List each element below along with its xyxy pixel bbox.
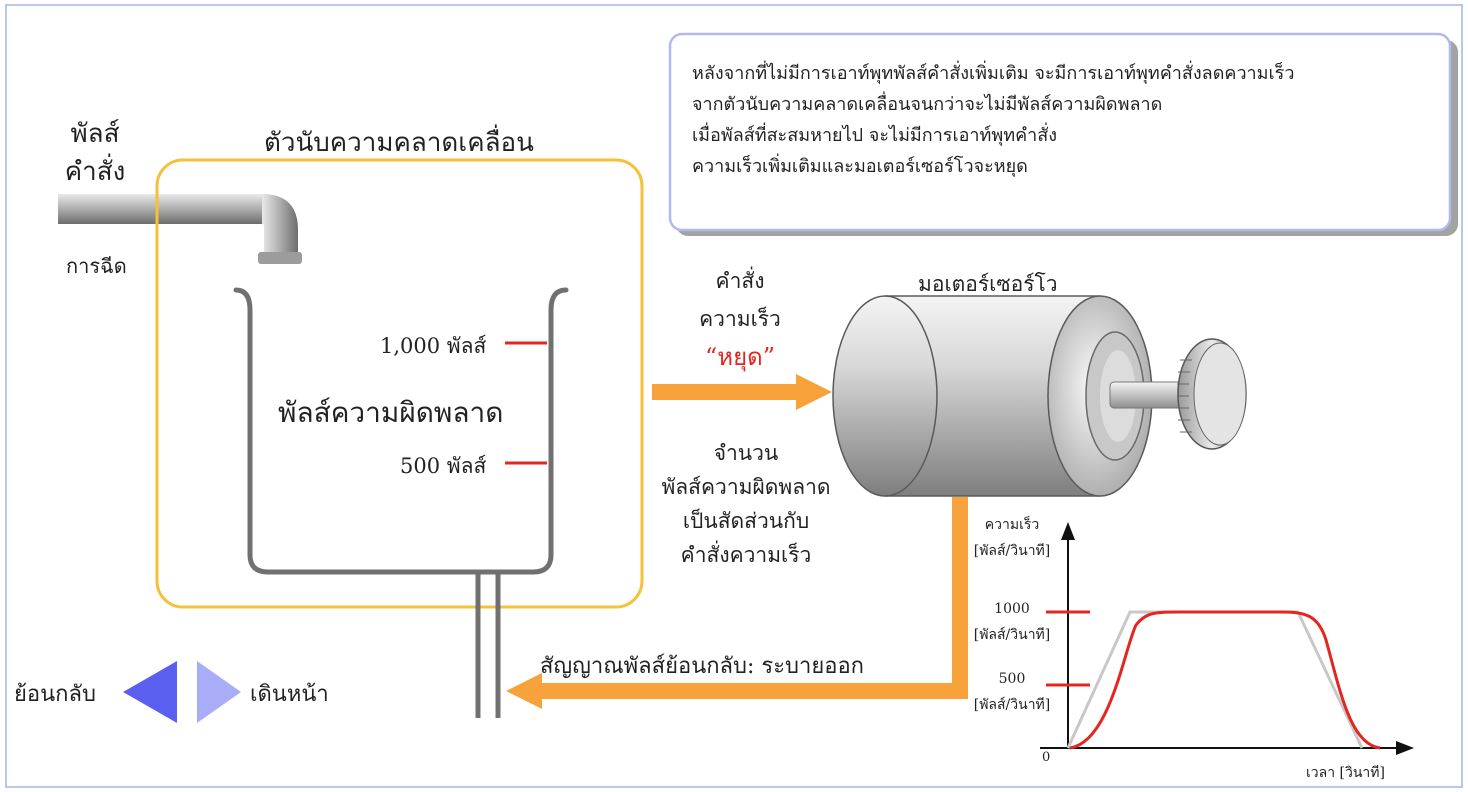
note-box [668, 32, 1452, 232]
speed-command-line2: ความเร็ว [699, 307, 781, 331]
servo-motor-icon [832, 295, 1247, 497]
graph-origin-label: 0 [1042, 750, 1051, 765]
note-line: จากตัวนับความคลาดเคลื่อนจนกว่าจะไม่มีพัล… [692, 94, 1163, 115]
level-label-1000: 1,000 พัลส์ [380, 334, 487, 358]
forward-arrow-icon[interactable] [197, 661, 241, 723]
note-box-text: หลังจากที่ไม่มีการเอาท์พุทพัลส์คำสั่งเพิ… [692, 58, 1294, 182]
graph-tick-1000: 1000 [พัลส์/วินาที] [966, 596, 1058, 648]
graph-tick-500-value: 500 [998, 671, 1026, 687]
graph-tick-1000-value: 1000 [994, 601, 1030, 617]
proportion-line3: เป็นสัดส่วนกับ [682, 509, 810, 533]
level-label-500: 500 พัลส์ [400, 454, 487, 478]
error-counter-title: ตัวนับความคลาดเคลื่อน [264, 128, 534, 158]
note-line: เมื่อพัลส์ที่สะสมหายไป จะไม่มีการเอาท์พุ… [692, 125, 1058, 146]
back-arrow-icon[interactable] [123, 661, 177, 723]
proportion-line4: คำสั่งความเร็ว [680, 543, 812, 567]
speed-command-arrow [652, 374, 832, 410]
command-pulse-line2: คำสั่ง [64, 157, 126, 187]
graph-tick-500: 500 [พัลส์/วินาที] [966, 666, 1058, 718]
command-pulse-line1: พัลส์ [70, 119, 120, 149]
actual-speed-curve [1069, 610, 1381, 750]
faucet-icon [58, 194, 302, 264]
proportion-note: จำนวน พัลส์ความผิดพลาด เป็นสัดส่วนกับ คำ… [646, 436, 846, 572]
graph-y-label-line1: ความเร็ว [984, 517, 1040, 533]
stop-label: “หยุด” [704, 343, 775, 371]
graph-tick-1000-unit: [พัลส์/วินาที] [973, 627, 1051, 643]
injection-label: การฉีด [66, 254, 127, 278]
note-line: หลังจากที่ไม่มีการเอาท์พุทพัลส์คำสั่งเพิ… [692, 63, 1295, 84]
servo-motor-label: มอเตอร์เซอร์โว [918, 272, 1058, 296]
feedback-signal-label: สัญญาณพัลส์ย้อนกลับ: ระบายออก [540, 654, 864, 679]
forward-button[interactable]: เดินหน้า [250, 682, 329, 707]
graph-x-label: เวลา [วินาที] [1306, 765, 1385, 781]
graph-tick-500-unit: [พัลส์/วินาที] [973, 697, 1051, 713]
speed-command-label: คำสั่ง ความเร็ว “หยุด” [680, 262, 800, 376]
proportion-line2: พัลส์ความผิดพลาด [661, 475, 831, 499]
speed-graph [1040, 522, 1414, 755]
command-pulse-label: พัลส์ คำสั่ง [40, 115, 150, 191]
back-button[interactable]: ย้อนกลับ [14, 682, 96, 707]
error-tank [233, 287, 569, 575]
error-counter-box [155, 158, 644, 609]
graph-y-label-line2: [พัลส์/วินาที] [973, 543, 1051, 559]
speed-command-line1: คำสั่ง [715, 269, 765, 293]
feedback-arrow [506, 497, 968, 709]
error-pulse-label: พัลส์ความผิดพลาด [278, 396, 504, 429]
note-line: ความเร็วเพิ่มเติมและมอเตอร์เซอร์โวจะหยุด [692, 156, 1028, 177]
proportion-line1: จำนวน [713, 441, 779, 465]
graph-y-label: ความเร็ว [พัลส์/วินาที] [966, 512, 1058, 564]
